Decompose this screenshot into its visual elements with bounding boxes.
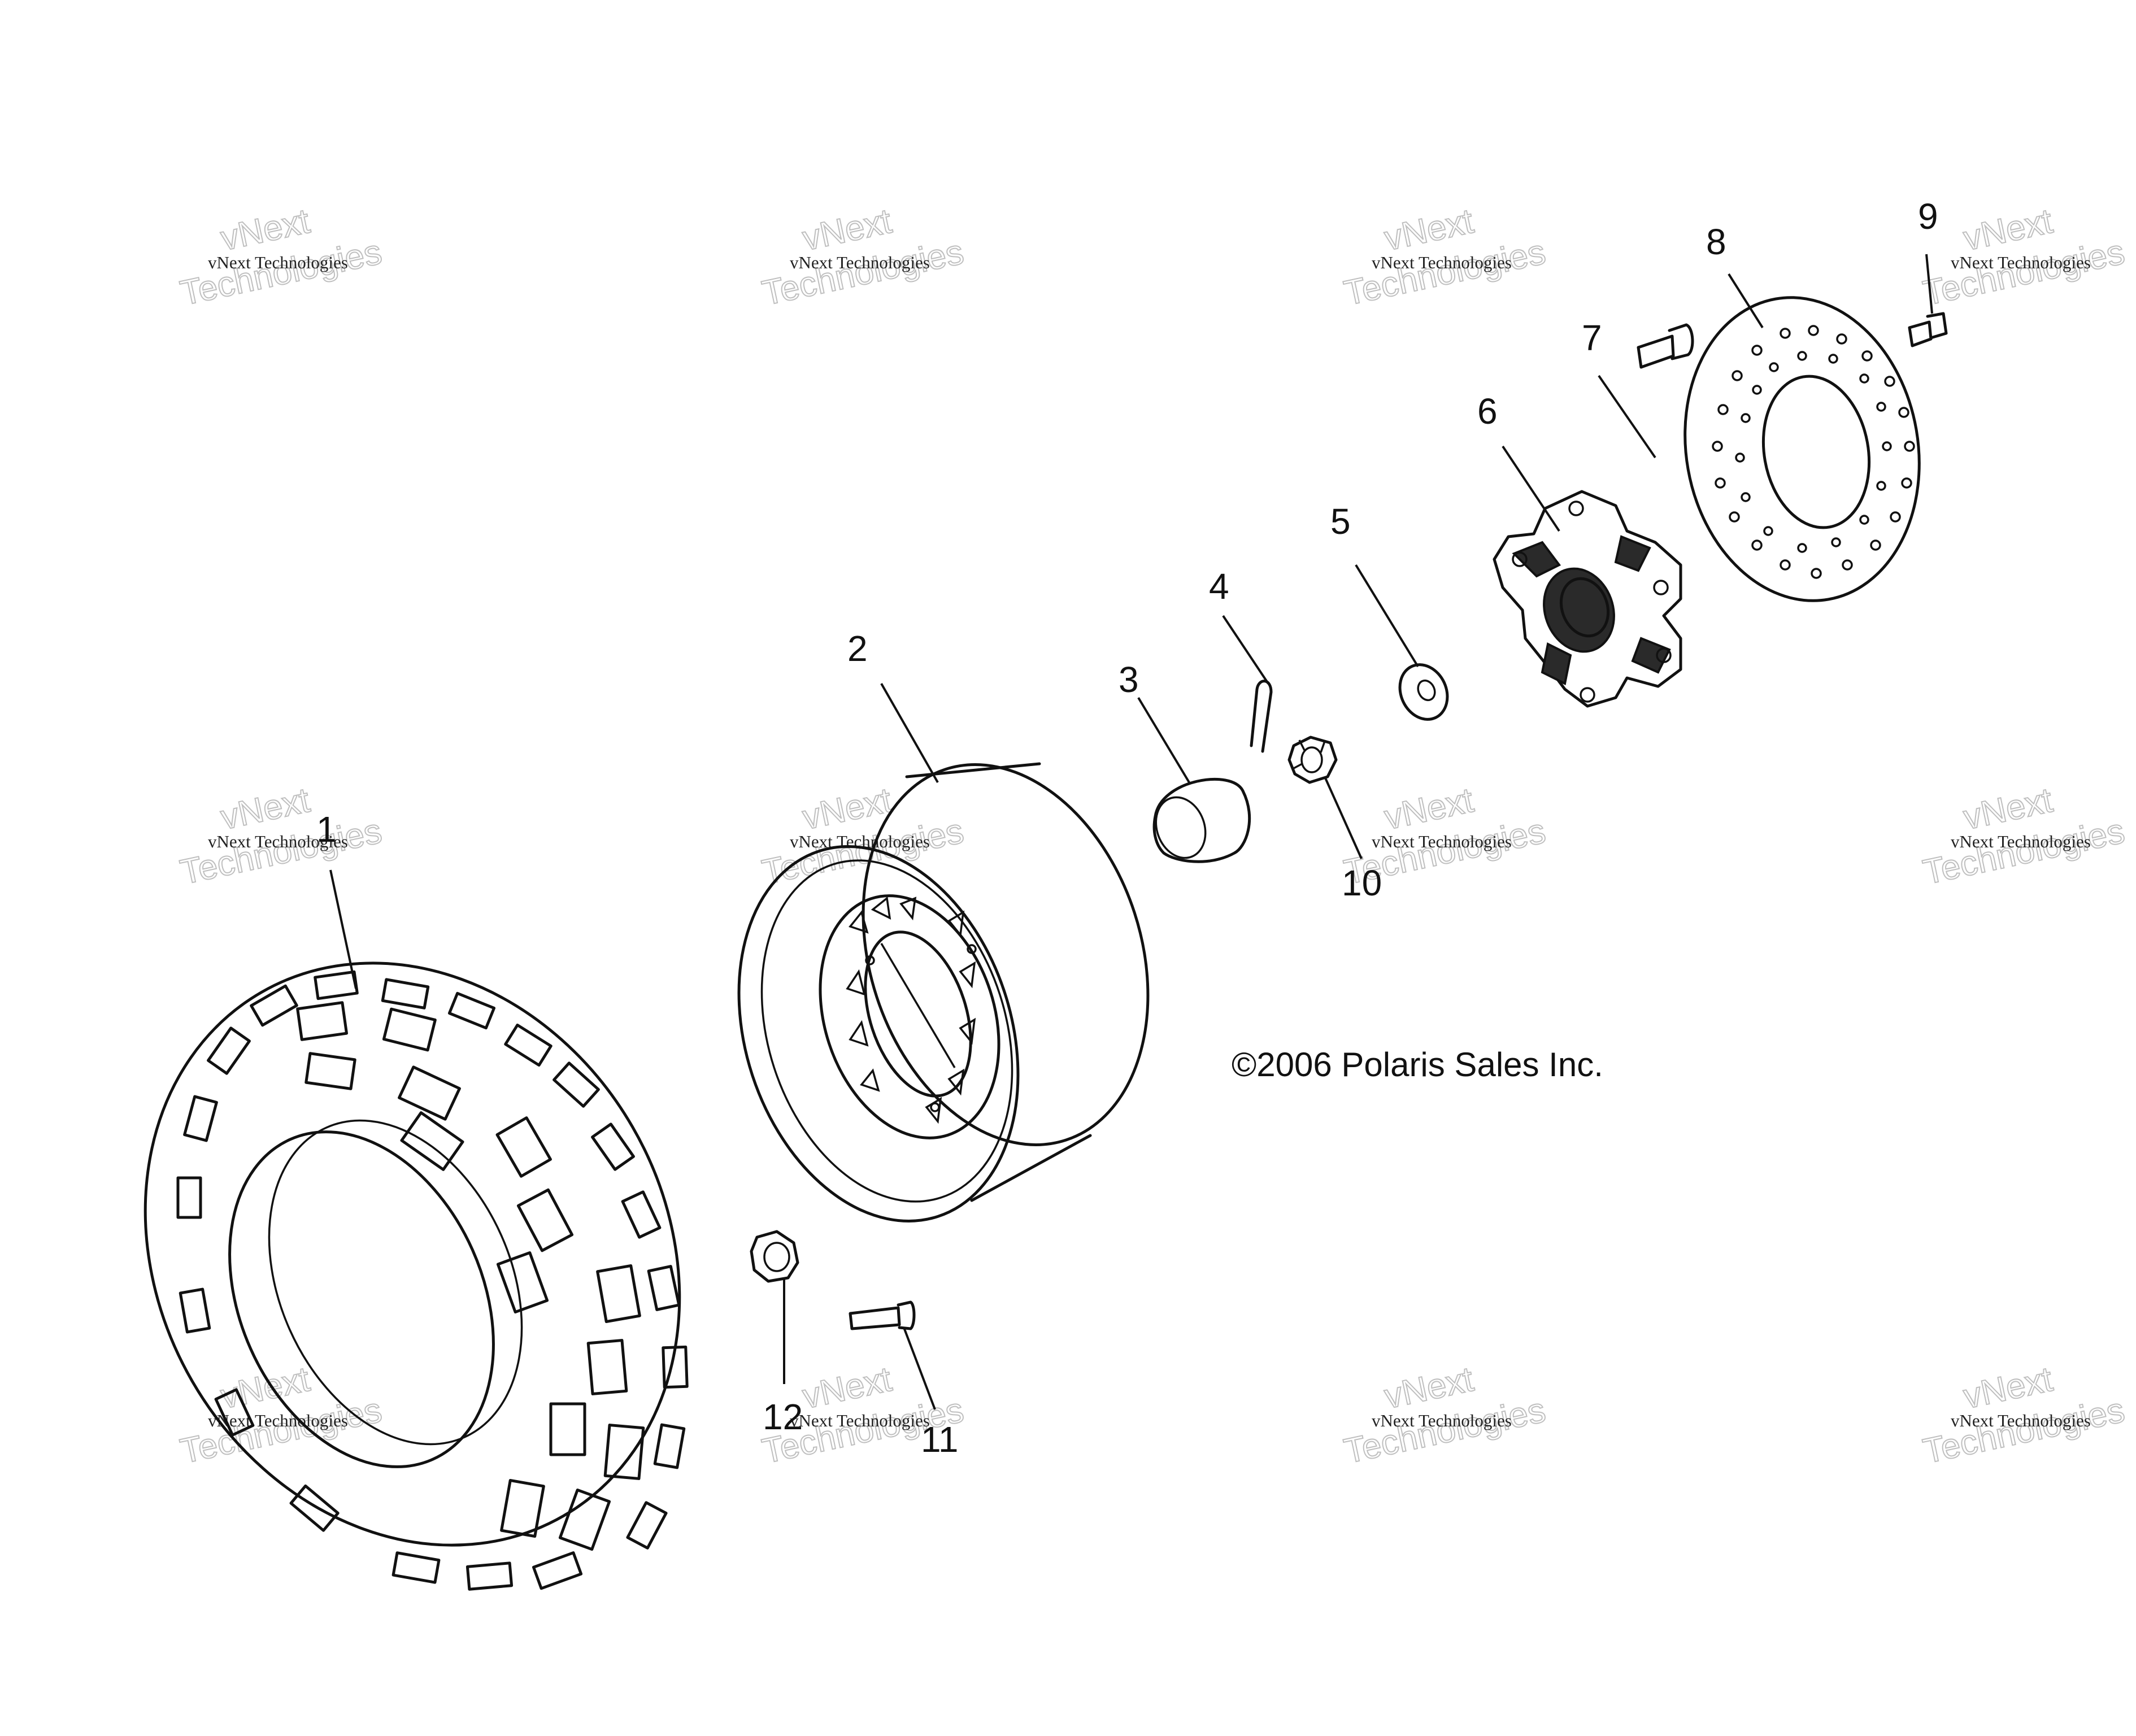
svg-text:vNext Technologies: vNext Technologies bbox=[208, 832, 348, 851]
svg-text:vNext Technologies: vNext Technologies bbox=[790, 1411, 930, 1430]
svg-text:vNext Technologies: vNext Technologies bbox=[1951, 253, 2091, 272]
watermark: vNext Technologies vNext Technologies bbox=[176, 201, 385, 314]
hub-cap-part[interactable] bbox=[1148, 778, 1251, 865]
watermark: vNext Technologies vNext Technologies bbox=[758, 780, 967, 893]
cotter-pin-part[interactable] bbox=[1250, 680, 1273, 753]
svg-text:vNext Technologies: vNext Technologies bbox=[1372, 832, 1512, 851]
brake-disc-part[interactable] bbox=[1661, 279, 1943, 620]
callout-6: 6 bbox=[1477, 391, 1498, 432]
tire-part[interactable] bbox=[41, 865, 784, 1643]
wheel-hub-part[interactable] bbox=[1493, 490, 1682, 708]
disc-bolt-part[interactable] bbox=[1908, 312, 1948, 347]
washer-part[interactable] bbox=[1391, 657, 1456, 727]
leader-lines bbox=[329, 254, 1933, 1410]
callout-12: 12 bbox=[763, 1396, 803, 1437]
callout-11: 11 bbox=[921, 1419, 958, 1460]
svg-text:vNext Technologies: vNext Technologies bbox=[1951, 832, 2091, 851]
callout-10: 10 bbox=[1342, 863, 1382, 903]
lug-nut-part[interactable] bbox=[750, 1230, 799, 1283]
watermark: vNext Technologies vNext Technologies bbox=[1919, 1359, 2128, 1472]
callout-5: 5 bbox=[1330, 501, 1351, 542]
svg-text:vNext Technologies: vNext Technologies bbox=[1372, 253, 1512, 272]
callout-1: 1 bbox=[316, 809, 337, 850]
watermarks: vNext Technologies vNext Technologies vN… bbox=[176, 201, 2128, 1472]
callout-8: 8 bbox=[1706, 221, 1726, 262]
watermark: vNext Technologies vNext Technologies bbox=[1340, 1359, 1549, 1472]
callout-numbers: 1 2 3 4 5 6 7 8 9 10 11 12 bbox=[316, 196, 1938, 1460]
watermark: vNext Technologies vNext Technologies bbox=[758, 201, 967, 314]
callout-4: 4 bbox=[1209, 566, 1229, 607]
disc-holes bbox=[1712, 325, 1915, 579]
copyright-notice: ©2006 Polaris Sales Inc. bbox=[1232, 1046, 1603, 1084]
svg-text:vNext Technologies: vNext Technologies bbox=[208, 253, 348, 272]
svg-text:vNext Technologies: vNext Technologies bbox=[208, 1411, 348, 1430]
watermark: vNext Technologies vNext Technologies bbox=[1340, 201, 1549, 314]
watermark: vNext Technologies vNext Technologies bbox=[176, 780, 385, 893]
watermark: vNext Technologies vNext Technologies bbox=[1919, 780, 2128, 893]
wheel-stud-part[interactable] bbox=[849, 1300, 916, 1330]
svg-text:vNext Technologies: vNext Technologies bbox=[790, 253, 930, 272]
callout-9: 9 bbox=[1918, 196, 1938, 237]
watermark: vNext Technologies vNext Technologies bbox=[1919, 201, 2128, 314]
svg-text:vNext Technologies: vNext Technologies bbox=[1372, 1411, 1512, 1430]
callout-3: 3 bbox=[1119, 659, 1139, 700]
hub-bolt-part[interactable] bbox=[1637, 323, 1694, 369]
svg-text:vNext Technologies: vNext Technologies bbox=[1951, 1411, 2091, 1430]
callout-2: 2 bbox=[847, 628, 868, 669]
tire-tread-lugs bbox=[176, 970, 689, 1591]
callout-7: 7 bbox=[1582, 317, 1602, 358]
castle-nut-part[interactable] bbox=[1287, 736, 1338, 784]
wheel-rim-part[interactable] bbox=[693, 728, 1194, 1258]
